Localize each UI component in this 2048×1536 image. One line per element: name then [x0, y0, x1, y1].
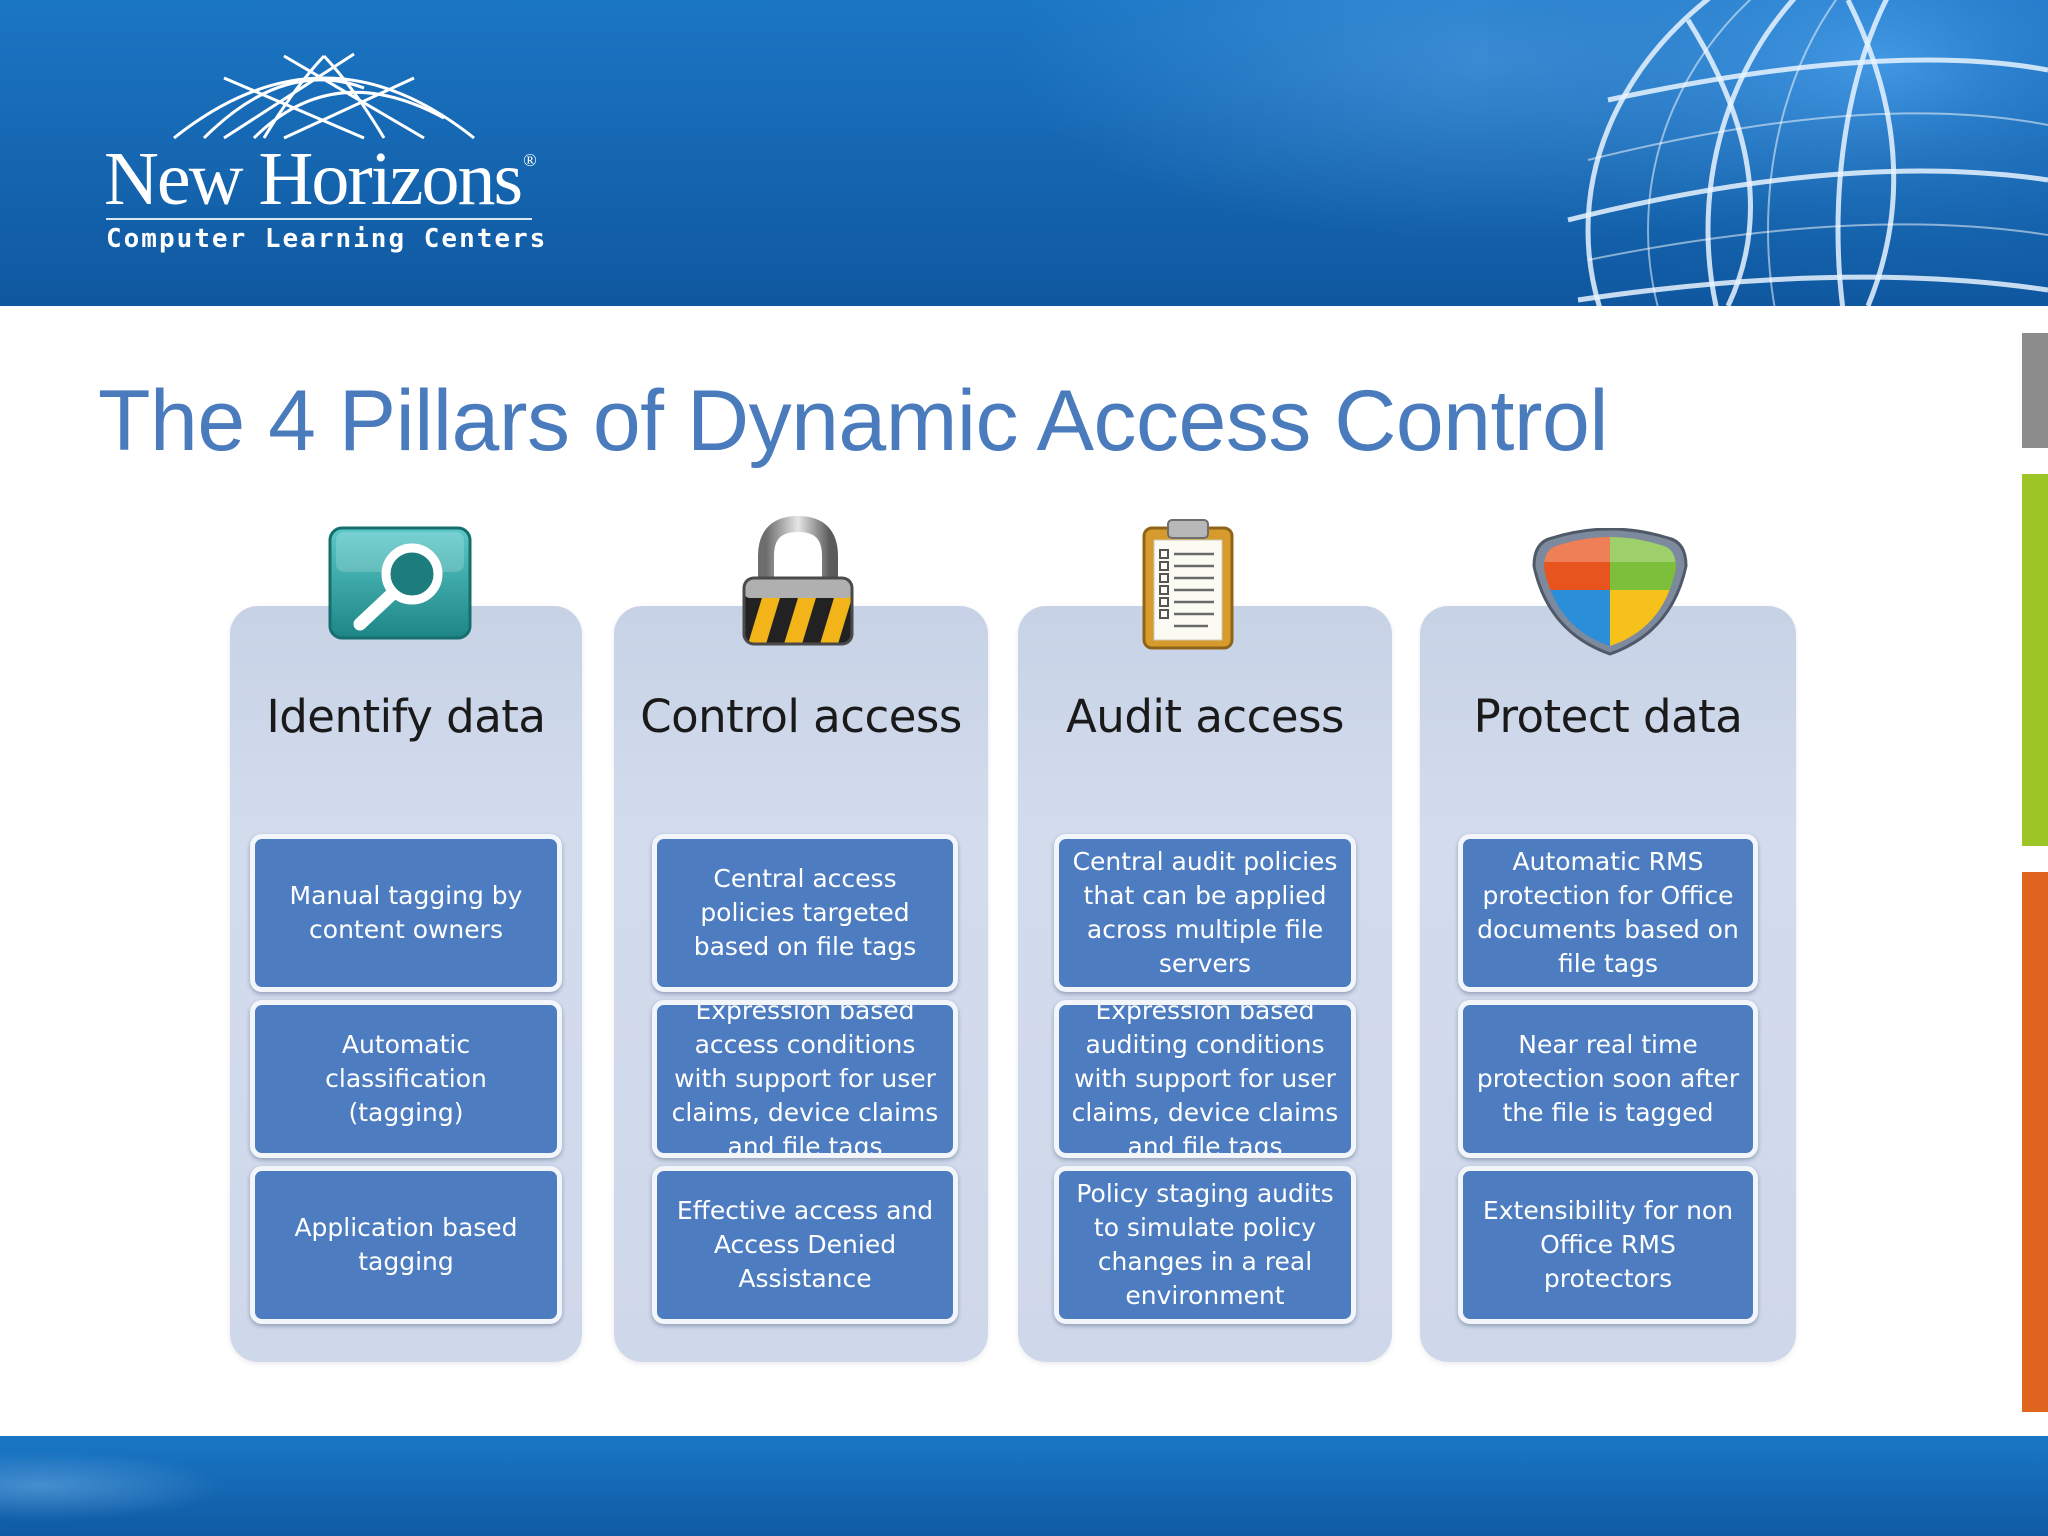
accent-bar-gray: [2022, 333, 2048, 448]
accent-bar-orange: [2022, 872, 2048, 1412]
clipboard-icon: [1142, 519, 1234, 650]
accent-bar-green: [2022, 474, 2048, 846]
shield-icon: [1532, 528, 1688, 656]
pillar-protect-data: Protect data Automatic RMS protection fo…: [1420, 606, 1796, 1362]
feature-box: Near real time protection soon after the…: [1458, 1000, 1758, 1158]
pillar-heading: Control access: [640, 690, 962, 743]
feature-box: Expression based auditing conditions wit…: [1054, 1000, 1356, 1158]
pillar-heading: Protect data: [1473, 690, 1743, 743]
feature-box: Expression based access conditions with …: [652, 1000, 958, 1158]
footer-band: [0, 1436, 2048, 1536]
pillar-heading: Identify data: [266, 690, 546, 743]
feature-box: Central audit policies that can be appli…: [1054, 834, 1356, 992]
footer-glow: [0, 1436, 420, 1536]
logo-registered-mark: ®: [523, 150, 537, 170]
logo-globe-arc-icon: [173, 52, 475, 140]
pillar-audit-access: Audit access Central audit policies that…: [1018, 606, 1392, 1362]
logo-divider: [106, 218, 532, 220]
pillar-control-access: Control access Central access policies t…: [614, 606, 988, 1362]
slide-title: The 4 Pillars of Dynamic Access Control: [98, 373, 1608, 469]
feature-box: Automatic RMS protection for Office docu…: [1458, 834, 1758, 992]
logo-tagline: Computer Learning Centers: [106, 224, 548, 254]
magnifier-icon: [328, 526, 472, 640]
padlock-icon: [742, 515, 854, 646]
feature-box: Application based tagging: [250, 1166, 562, 1324]
logo-name-text: New Horizons: [104, 137, 523, 221]
feature-box: Extensibility for non Office RMS protect…: [1458, 1166, 1758, 1324]
logo-wordmark: New Horizons®: [104, 136, 537, 223]
new-horizons-logo: New Horizons® Computer Learning Centers: [104, 48, 548, 258]
globe-graphic: [1488, 0, 2048, 306]
feature-box: Manual tagging by content owners: [250, 834, 562, 992]
feature-box: Effective access and Access Denied Assis…: [652, 1166, 958, 1324]
feature-box: Automatic classification (tagging): [250, 1000, 562, 1158]
feature-box: Policy staging audits to simulate policy…: [1054, 1166, 1356, 1324]
header-banner: New Horizons® Computer Learning Centers: [0, 0, 2048, 306]
pillar-identify-data: Identify data Manual tagging by content …: [230, 606, 582, 1362]
feature-box: Central access policies targeted based o…: [652, 834, 958, 992]
pillar-heading: Audit access: [1066, 690, 1344, 743]
